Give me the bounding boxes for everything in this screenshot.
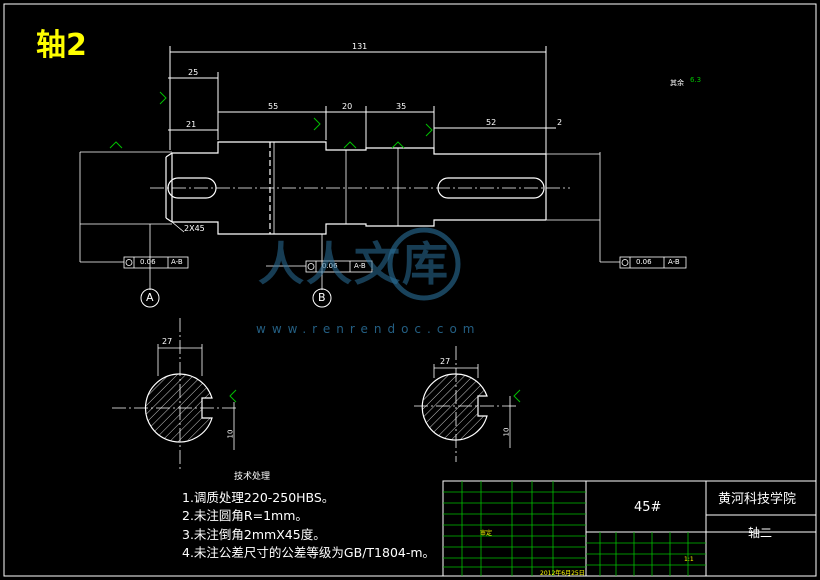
title-block [442, 480, 817, 577]
section-right-width: 27 [440, 357, 451, 366]
note-item: 2.未注圆角R=1mm。 [182, 508, 308, 523]
tolerance-middle-value: 0.06 [322, 262, 338, 270]
tolerance-frames [123, 256, 687, 273]
dim-25: 25 [188, 68, 199, 77]
dim-overall: 131 [352, 42, 368, 51]
datum-a: A [146, 291, 154, 304]
note-item: 3.未注倒角2mmX45度。 [182, 526, 326, 542]
tolerance-right-ref: A-B [668, 258, 680, 266]
dimension-overall [168, 46, 556, 220]
drawing-title: 轴2 [36, 28, 87, 63]
technical-notes: 技术处理 1.调质处理220-250HBS。 2.未注圆角R=1mm。 3.未注… [182, 468, 435, 563]
section-view-left [112, 318, 236, 472]
drawing-frame [3, 3, 817, 577]
watermark-url: www.renrendoc.com [256, 322, 481, 336]
title-block-scale: 1:1 [684, 556, 694, 563]
section-left-width: 27 [162, 337, 173, 346]
note-item: 4.未注公差尺寸的公差等级为GB/T1804-m。 [182, 545, 436, 560]
tolerance-left-value: 0.06 [140, 258, 156, 266]
title-block-date: 2012年6月25日 [540, 570, 585, 577]
title-block-designer: 审定 [480, 530, 493, 537]
title-block-part-name: 轴二 [748, 526, 773, 540]
roughness-rest-label: 其余 [670, 79, 684, 87]
section-left-depth: 10 [226, 429, 235, 439]
roughness-symbols [109, 91, 521, 403]
roughness-rest-value: 6.3 [690, 76, 702, 84]
section-right-depth: 10 [502, 427, 511, 437]
tolerance-middle-ref: A-B [354, 262, 366, 270]
dim-chamfer: 2X45 [184, 224, 205, 233]
watermark-logo [387, 227, 461, 301]
title-block-school: 黄河科技学院 [718, 492, 797, 507]
datum-b: B [318, 291, 326, 304]
dim-55: 55 [268, 102, 279, 111]
title-block-material: 45# [634, 500, 662, 515]
tolerance-right-value: 0.06 [636, 258, 652, 266]
watermark-logo-text: 人人文库 [258, 237, 450, 291]
dim-20: 20 [342, 102, 353, 111]
section-view-right [414, 346, 516, 462]
tolerance-left-ref: A-B [171, 258, 183, 266]
notes-heading: 技术处理 [234, 472, 271, 482]
dim-21: 21 [186, 120, 197, 129]
dim-52: 52 [486, 118, 497, 127]
dim-2: 2 [557, 118, 563, 127]
dim-35: 35 [396, 102, 407, 111]
datum-symbols [140, 288, 332, 308]
title-block-grid [443, 481, 706, 576]
diameter-dimensions [79, 142, 620, 290]
note-item: 1.调质处理220-250HBS。 [182, 489, 335, 505]
